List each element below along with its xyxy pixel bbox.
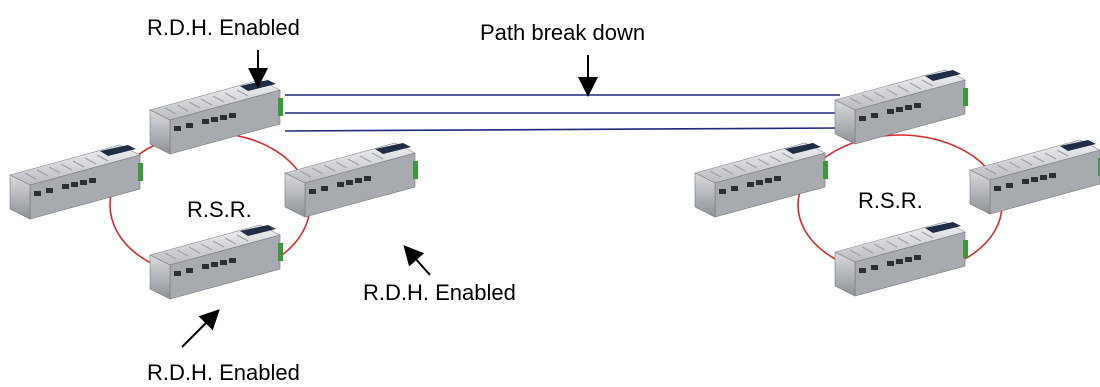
arrow-rdh-right [403, 245, 431, 276]
arrow-rdh-bottom [181, 309, 220, 348]
rdh-label-top: R.D.H. Enabled [147, 15, 300, 40]
switch-right-left [694, 142, 829, 218]
rsr-label-left: R.S.R. [187, 197, 252, 222]
switch-left-top [149, 79, 284, 155]
rsr-label-right: R.S.R. [858, 188, 923, 213]
switch-left-bottom [149, 224, 284, 300]
switch-left-left [9, 144, 144, 220]
switch-right-bottom [834, 221, 969, 297]
path-break-label: Path break down [480, 20, 645, 45]
switch-left-right [284, 142, 419, 218]
switch-right-top [834, 69, 969, 145]
rdh-label-bottom: R.D.H. Enabled [147, 360, 300, 385]
path-links [284, 94, 841, 132]
switch-right-right [969, 139, 1100, 215]
path-line-3 [284, 127, 841, 132]
rdh-label-right: R.D.H. Enabled [363, 280, 516, 305]
